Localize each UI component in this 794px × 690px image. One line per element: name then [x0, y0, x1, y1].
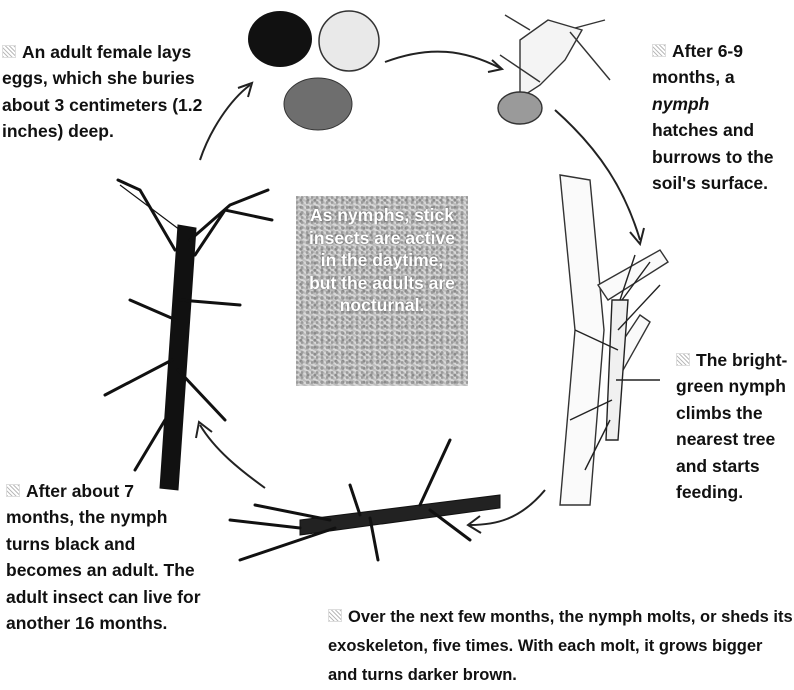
caption-hatch-text-b: hatches and burrows to the soil's surfac…: [652, 120, 774, 193]
caption-adult: After about 7 months, the nymph turns bl…: [6, 451, 206, 637]
egg-speckled: [284, 78, 352, 130]
fact-box-text: As nymphs, stick insects are active in t…: [306, 204, 458, 317]
step-marker-icon: [2, 45, 16, 58]
caption-hatch-nymph: nymph: [652, 94, 709, 114]
caption-eggs: An adult female lays eggs, which she bur…: [2, 12, 232, 145]
fact-box: As nymphs, stick insects are active in t…: [296, 196, 468, 386]
caption-hatch: After 6-9 months, a nymph hatches and bu…: [652, 11, 792, 197]
egg-black: [248, 11, 312, 67]
caption-climb: The bright-green nymph climbs the neares…: [676, 320, 794, 506]
step-marker-icon: [652, 44, 666, 57]
caption-molt: Over the next few months, the nymph molt…: [328, 574, 794, 690]
molting-nymph: [230, 440, 500, 560]
caption-molt-text: Over the next few months, the nymph molt…: [328, 608, 793, 684]
caption-climb-text: The bright-green nymph climbs the neares…: [676, 350, 787, 503]
hatching-nymph: [498, 15, 610, 124]
step-marker-icon: [328, 609, 342, 622]
step-marker-icon: [676, 353, 690, 366]
adult-stick-insect: [105, 180, 272, 490]
caption-adult-text: After about 7 months, the nymph turns bl…: [6, 481, 201, 634]
step-marker-icon: [6, 484, 20, 497]
caption-eggs-text: An adult female lays eggs, which she bur…: [2, 42, 202, 142]
egg-light: [319, 11, 379, 71]
